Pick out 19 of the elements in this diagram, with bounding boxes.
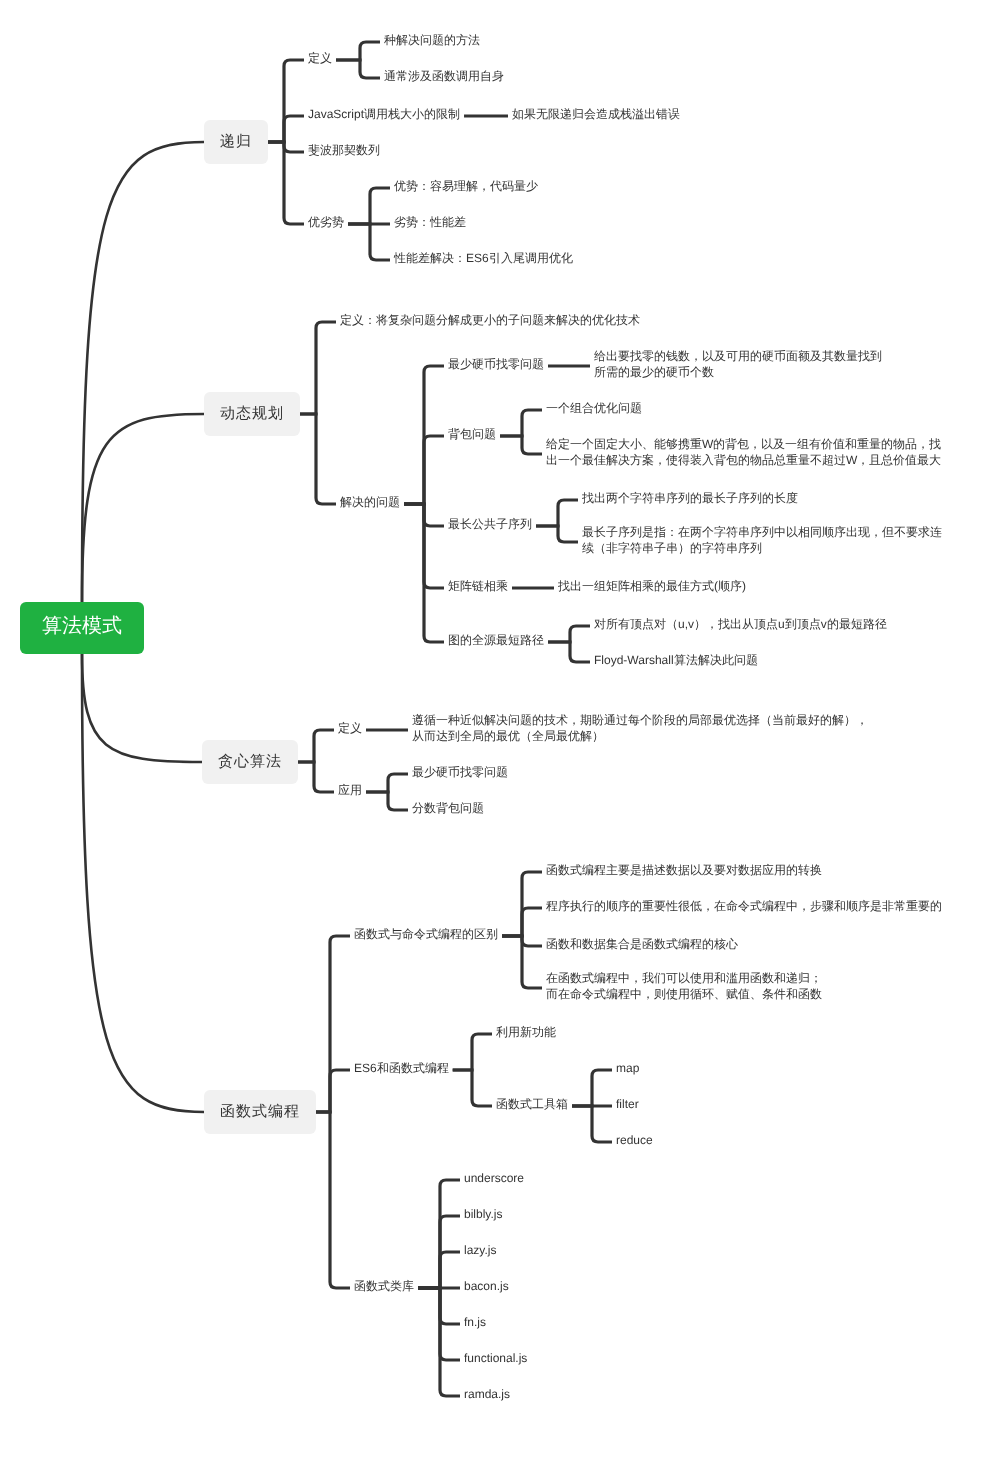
connector-line (502, 934, 542, 990)
connector-line (418, 1286, 460, 1398)
central-topic-box: 算法模式 (20, 602, 144, 654)
connector-line (572, 1104, 612, 1144)
connector-line (500, 434, 542, 456)
connector-line (464, 114, 508, 118)
branch-curve (80, 412, 205, 602)
connector-line (548, 640, 590, 664)
connector-line (348, 222, 390, 262)
connector-line (512, 586, 554, 590)
connector-line (548, 364, 590, 368)
connector-line (336, 58, 380, 80)
connector-line (268, 140, 304, 226)
branch-curve (80, 654, 205, 1114)
connector-line (298, 760, 334, 794)
connector-line (452, 1068, 492, 1108)
connector-line (366, 790, 408, 812)
connector-line (366, 728, 408, 732)
connector-line (536, 524, 578, 544)
